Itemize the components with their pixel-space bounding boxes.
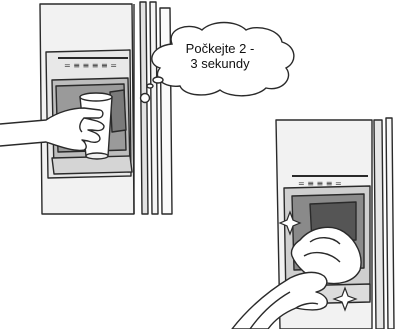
callout-text: Počkejte 2 - 3 sekundy (160, 41, 280, 71)
svg-text:= ≡ ≡ ≡ ≡ =: = ≡ ≡ ≡ ≡ = (64, 61, 117, 70)
callout-line-2: 3 sekundy (160, 56, 280, 71)
callout-line-1: Počkejte 2 - (160, 41, 280, 56)
